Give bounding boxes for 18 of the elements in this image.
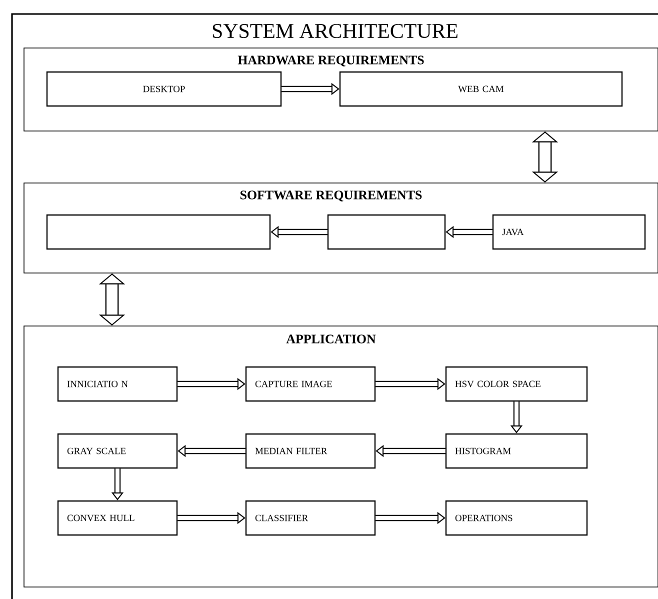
group-heading: APPLICATION	[286, 334, 376, 344]
process-box	[46, 214, 271, 250]
group-heading: HARDWARE REQUIREMENTS	[238, 56, 424, 66]
process-box: CONVEX HULL	[57, 500, 178, 536]
process-box: OPERATIONS	[445, 500, 588, 536]
process-box: CLASSIFIER	[245, 500, 376, 536]
group-heading: SOFTWARE REQUIREMENTS	[240, 190, 422, 202]
process-box: GRAY SCALE	[57, 433, 178, 469]
process-box: MEDIAN FILTER	[245, 433, 376, 469]
process-box: WEB CAM	[339, 71, 623, 107]
process-box: CAPTURE IMAGE	[245, 366, 376, 402]
process-box: HISTOGRAM	[445, 433, 588, 469]
process-box	[327, 214, 446, 250]
process-box: INNICIATIO N	[57, 366, 178, 402]
diagram-title: SYSTEM ARCHITECTURE	[212, 24, 458, 38]
process-box: JAVA	[492, 214, 646, 250]
process-box: DESKTOP	[46, 71, 282, 107]
process-box: HSV COLOR SPACE	[445, 366, 588, 402]
